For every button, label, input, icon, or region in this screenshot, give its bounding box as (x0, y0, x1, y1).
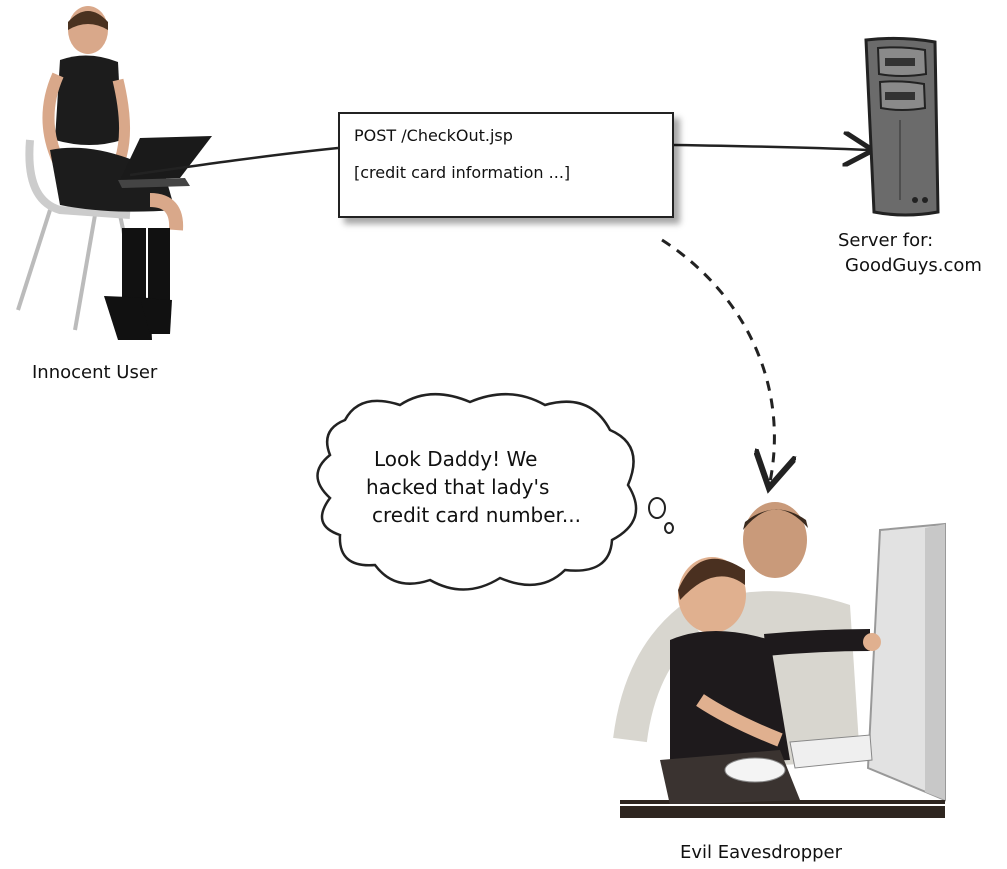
http-request-box: POST /CheckOut.jsp [credit card informat… (338, 112, 674, 218)
server-label-line1: Server for: (838, 230, 934, 251)
server-icon (864, 36, 940, 217)
thought-bubble-large (648, 497, 666, 519)
thought-line: credit card number... (372, 503, 582, 527)
thought-bubble-small (664, 522, 674, 534)
server-arrow (673, 145, 868, 150)
innocent-user-label: Innocent User (32, 362, 158, 383)
request-connector (129, 146, 339, 177)
eavesdropper-label: Evil Eavesdropper (680, 842, 843, 863)
eavesdropper-figure (613, 502, 946, 818)
thought-cloud (316, 392, 638, 591)
thought-line: hacked that lady's (366, 475, 550, 499)
thought-line: Look Daddy! We (374, 447, 538, 471)
server-label-line2: GoodGuys.com (845, 255, 982, 276)
interception-arrow (661, 238, 774, 482)
innocent-user-figure (16, 6, 212, 340)
request-line: POST /CheckOut.jsp (354, 126, 513, 145)
request-payload: [credit card information ...] (354, 163, 571, 182)
thought-text: Look Daddy! We hacked that lady's credit… (360, 445, 600, 529)
